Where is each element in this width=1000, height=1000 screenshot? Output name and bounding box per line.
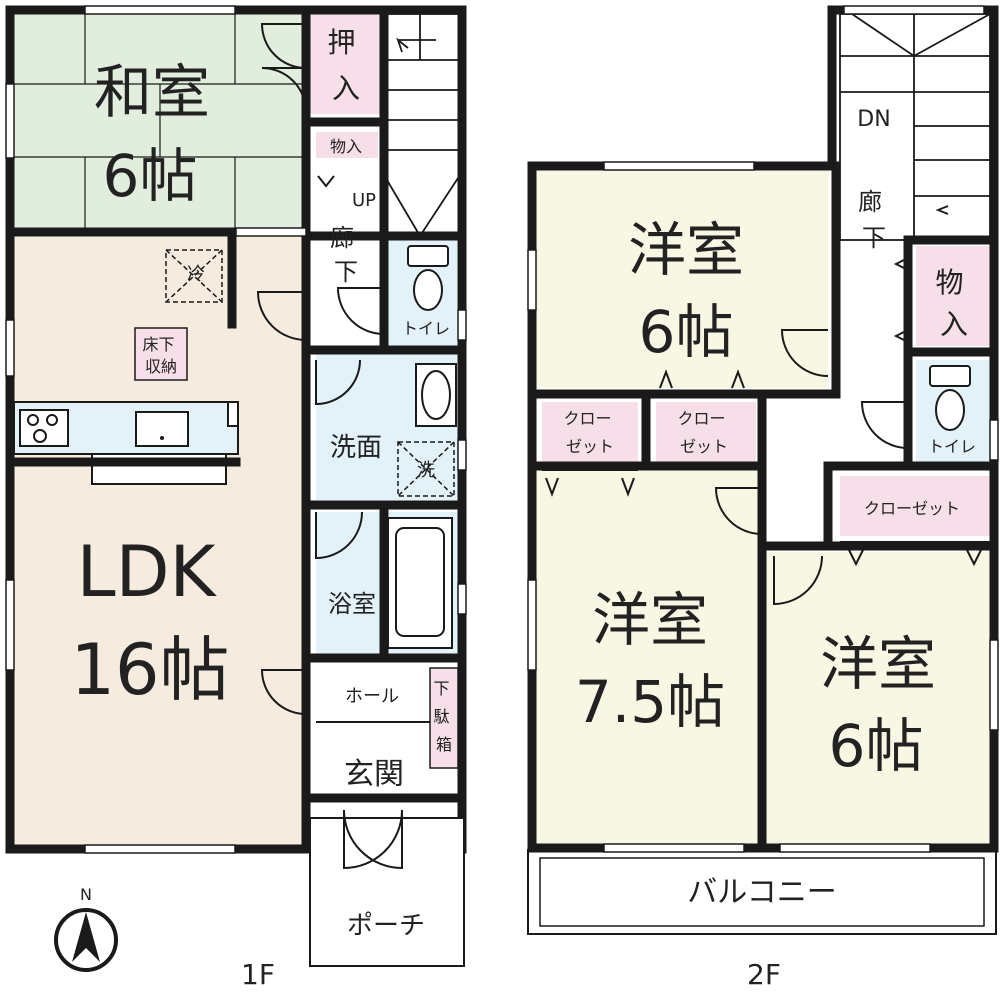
toilet1-fixture: [407, 245, 449, 311]
porch: [309, 817, 465, 967]
washitsu-label: 和室 6帖: [94, 58, 210, 210]
rouka1-label: 廊 下: [330, 224, 362, 286]
rouka1-line-2: 下: [334, 258, 358, 286]
bathtub: [387, 517, 453, 649]
yukashita-line-2: 収納: [145, 357, 177, 376]
mono2-line-1: 物: [936, 266, 964, 299]
yoshitsu-a-name: 洋室: [628, 216, 744, 284]
mono1-area: [316, 132, 378, 158]
walls-2f: [527, 5, 999, 853]
balcony-label: バルコニー: [687, 875, 836, 910]
rouka2-line-2: 下: [862, 224, 886, 252]
closet-mid-area: [656, 402, 756, 462]
oshiire-line-2: 入: [332, 72, 360, 105]
getabako-box: [429, 667, 459, 769]
yokushitsu-label: 浴室: [328, 590, 376, 618]
ldk-size: 16帖: [70, 629, 229, 711]
washitsu-size: 6帖: [103, 142, 198, 210]
yoshitsu-c-label: 洋室 6帖: [820, 630, 936, 780]
yoshitsu-a-room: [536, 170, 828, 388]
yoshitsu-b-room: [536, 470, 758, 848]
floor1-title: 1F: [241, 958, 275, 991]
mono1-label: 物入: [330, 137, 362, 156]
compass: N: [54, 885, 118, 972]
yoshitsu-a-size: 6帖: [639, 298, 734, 366]
yukashita-label: 床下 収納: [142, 335, 179, 376]
closet-left-line-1: クロー: [563, 409, 611, 428]
toilet1-label: トイレ: [402, 319, 450, 338]
closet-right-area: [840, 476, 990, 536]
mono2-area: [916, 246, 992, 346]
compass-arrow-icon: [72, 912, 100, 962]
windows-2f: [527, 5, 999, 853]
ldk-label: LDK 16帖: [70, 531, 229, 711]
toilet2-fixture: [929, 365, 971, 431]
rouka2-line-1: 廊: [858, 188, 882, 216]
floor2-title: 2F: [747, 958, 781, 991]
stairs-2f: [839, 13, 991, 241]
yukashita-line-1: 床下: [142, 335, 174, 354]
closet-mid-label: クロー ゼット: [677, 409, 730, 456]
washer-space: [397, 441, 455, 497]
windows-1f: [5, 5, 467, 854]
oshiire-line-1: 押: [328, 26, 356, 59]
closet-left-area: [542, 402, 638, 462]
senmen-label: 洗面: [330, 433, 382, 463]
washitsu-name: 和室: [94, 58, 210, 126]
up-label: UP: [352, 190, 376, 211]
getabako-line-2: 駄: [433, 707, 449, 726]
hall-label: ホール: [345, 686, 399, 707]
yoshitsu-c-name: 洋室: [820, 630, 936, 698]
yoshitsu-b-label: 洋室 7.5帖: [575, 586, 725, 736]
oshiire-label: 押 入: [328, 26, 365, 105]
toilet2-label: トイレ: [928, 437, 976, 456]
ldk-name: LDK: [77, 531, 218, 613]
mono2-line-2: 入: [940, 308, 968, 341]
washbasin: [415, 363, 457, 427]
doors-2f: [545, 257, 983, 606]
oshiire-area: [310, 14, 380, 114]
genkan-label: 玄関: [344, 757, 404, 792]
porch-label: ポーチ: [347, 911, 425, 941]
closet-left-label: クロー ゼット: [563, 409, 616, 456]
balcony: [527, 849, 997, 935]
dn-label: DN: [857, 107, 890, 132]
rouka2-label: 廊 下: [858, 188, 890, 252]
yoshitsu-b-name: 洋室: [592, 586, 708, 654]
closet-left-line-2: ゼット: [566, 437, 614, 456]
yoshitsu-b-size: 7.5帖: [575, 668, 725, 736]
getabako-line-1: 下: [433, 679, 449, 698]
closet-right-label: クローゼット: [864, 499, 960, 518]
doors-1f: [256, 23, 403, 870]
washitsu-room: [10, 10, 306, 232]
closet-mid-line-1: クロー: [677, 409, 725, 428]
yoshitsu-a-label: 洋室 6帖: [628, 216, 744, 366]
closet-mid-line-2: ゼット: [680, 437, 728, 456]
getabako-label: 下 駄 箱: [433, 679, 454, 754]
washer-label: 洗: [417, 460, 435, 481]
getabako-line-3: 箱: [436, 735, 452, 754]
fridge-space: [165, 249, 223, 303]
stairs-1f: [383, 13, 461, 237]
mono2-label: 物 入: [936, 266, 973, 341]
tatami-lines: [10, 10, 306, 232]
compass-north: N: [80, 885, 92, 904]
rouka1-line-1: 廊: [330, 224, 354, 252]
fridge-label: 冷: [187, 264, 205, 285]
yoshitsu-c-room: [766, 552, 994, 848]
yukashita-box: [134, 327, 188, 381]
compass-ring: [54, 908, 118, 972]
yoshitsu-c-size: 6帖: [829, 712, 924, 780]
